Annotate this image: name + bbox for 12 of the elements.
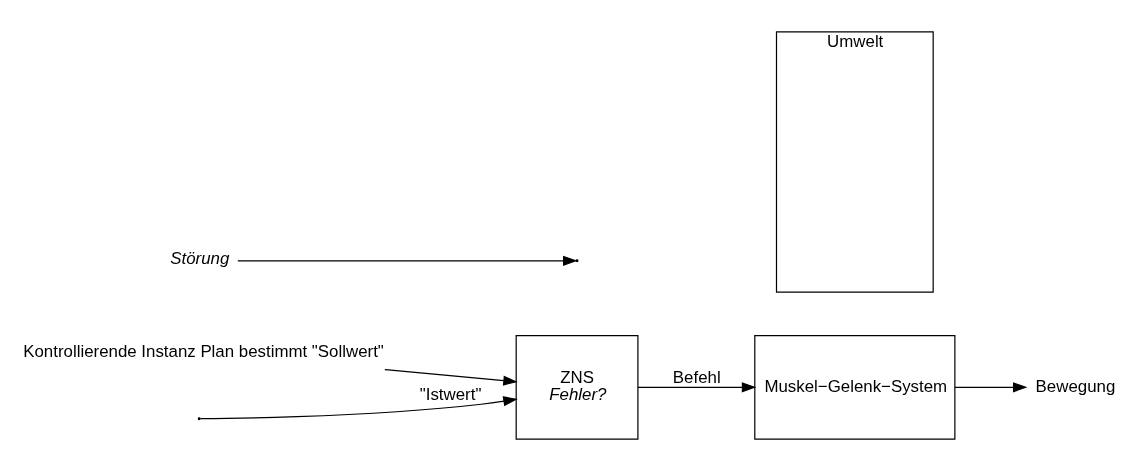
arrow: [384, 368, 518, 386]
edge-label: Befehl: [672, 367, 721, 387]
node-text: Störung: [170, 248, 230, 268]
edge-label: "Istwert": [419, 384, 482, 404]
node-text: Bewegung: [1035, 376, 1116, 396]
arrow: [954, 381, 1028, 392]
node-box: Muskel−Gelenk−System: [754, 334, 956, 440]
arrow: [199, 395, 518, 419]
arrow: [637, 381, 757, 392]
node-box: Umwelt: [775, 30, 934, 293]
node-box: ZNS Fehler?: [515, 334, 639, 440]
node-text: Kontrollierende Instanz Plan bestimmt "Sollwert": [23, 341, 384, 361]
